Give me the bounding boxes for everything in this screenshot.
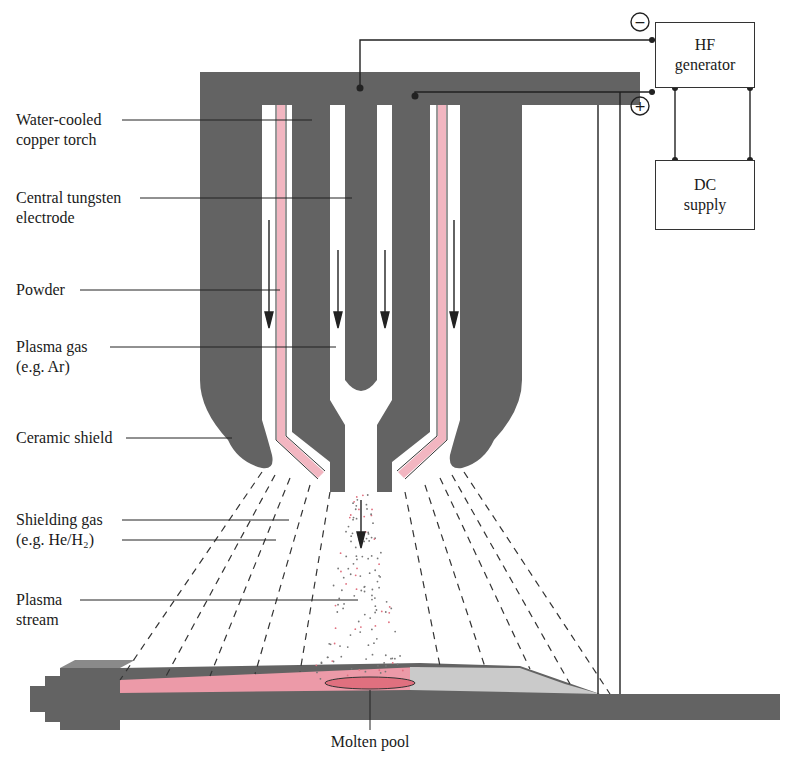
- wire-connector: [749, 88, 750, 160]
- polarity-sign: +: [631, 98, 649, 114]
- box-text: HF generator: [671, 35, 739, 75]
- powder-channel: [276, 105, 447, 479]
- part-label: Water-cooled copper torch: [16, 110, 120, 150]
- wiring: [360, 13, 655, 694]
- torch-body: [200, 72, 640, 492]
- leader-lines: [80, 120, 370, 730]
- equipment-box: HF generator: [655, 22, 755, 88]
- shielding-gas-lines: [120, 472, 610, 694]
- part-label: Central tungsten electrode: [16, 188, 138, 228]
- workpiece: [30, 660, 780, 730]
- part-label: Plasma gas (e.g. Ar): [16, 337, 108, 377]
- box-text: DC supply: [678, 175, 732, 215]
- part-label: Plasma stream: [16, 590, 78, 630]
- part-label: Ceramic shield: [16, 428, 124, 448]
- part-label: Shielding gas (e.g. He/H₂): [16, 510, 120, 550]
- wire-connector: [674, 88, 675, 160]
- polarity-sign: −: [631, 14, 649, 30]
- flow-arrows: [265, 220, 458, 548]
- equipment-box: DC supply: [655, 160, 755, 230]
- wire-dots: [357, 37, 656, 100]
- plasma-stream-dots: [315, 494, 403, 680]
- part-label: Powder: [16, 280, 78, 300]
- part-label: Molten pool: [300, 732, 440, 752]
